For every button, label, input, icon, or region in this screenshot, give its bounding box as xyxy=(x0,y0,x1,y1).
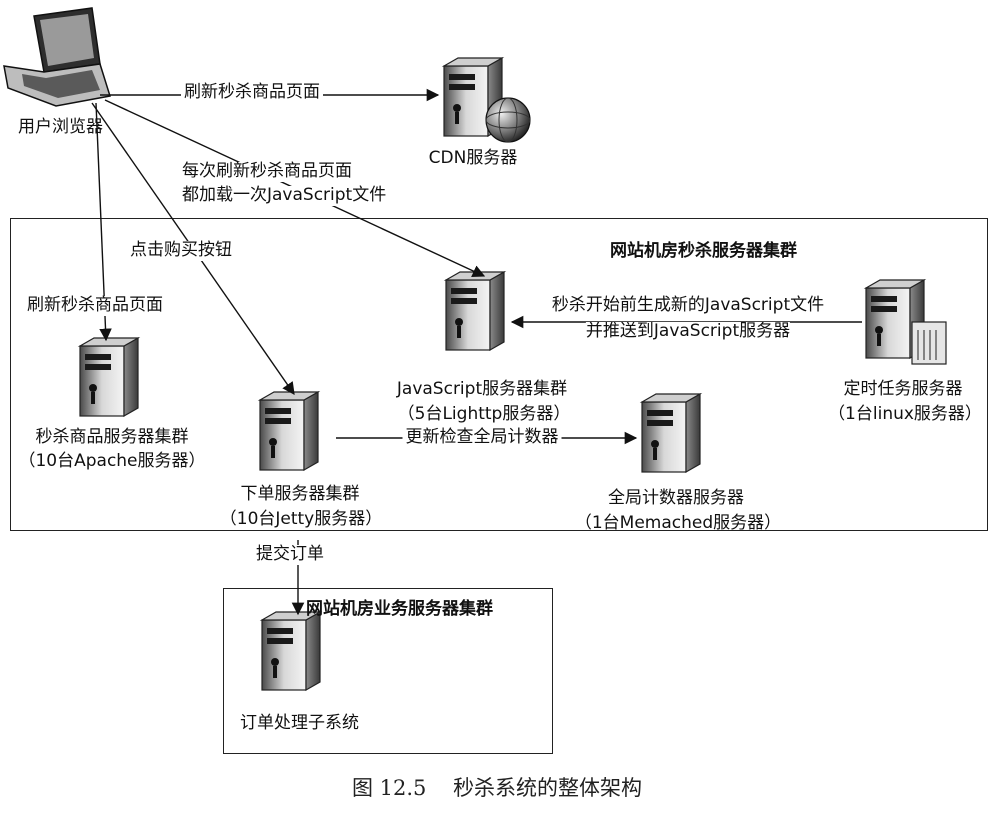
caption-number: 图 12.5 xyxy=(351,776,427,800)
edge-label-counter: 更新检查全局计数器 xyxy=(402,427,562,448)
edge-label-timer-1: 秒杀开始前生成新的JavaScript文件 xyxy=(551,295,825,316)
order-sub-label: 订单处理子系统 xyxy=(240,713,359,733)
edge-label-product: 刷新秒杀商品页面 xyxy=(27,295,163,316)
seckill-cluster-box xyxy=(10,218,988,531)
js-cluster-sublabel: （5台Lighttp服务器） xyxy=(397,404,571,424)
edge-label-js-1: 每次刷新秒杀商品页面 xyxy=(182,161,352,182)
laptop-icon xyxy=(3,7,111,107)
seckill-cluster-title: 网站机房秒杀服务器集群 xyxy=(610,241,797,261)
order-server-icon xyxy=(259,391,319,471)
counter-sublabel: （1台Memached服务器） xyxy=(574,513,782,533)
edge-label-order: 点击购买按钮 xyxy=(130,240,232,261)
edge-label-js-2: 都加载一次JavaScript文件 xyxy=(182,185,387,206)
product-cluster-label: 秒杀商品服务器集群 xyxy=(35,427,189,447)
counter-server-icon xyxy=(641,393,701,473)
business-cluster-title: 网站机房业务服务器集群 xyxy=(306,599,493,619)
timer-label: 定时任务服务器 xyxy=(843,379,963,399)
product-server-icon xyxy=(79,337,139,417)
js-cluster-label: JavaScript服务器集群 xyxy=(396,379,568,399)
order-cluster-sublabel: （10台Jetty服务器） xyxy=(219,509,383,529)
order-sub-server-icon xyxy=(261,611,321,691)
order-cluster-label: 下单服务器集群 xyxy=(240,484,360,504)
edge-label-cdn: 刷新秒杀商品页面 xyxy=(181,82,323,103)
counter-label: 全局计数器服务器 xyxy=(608,488,744,508)
business-cluster-box xyxy=(223,588,553,754)
globe-icon xyxy=(485,97,531,143)
edge-label-submit: 提交订单 xyxy=(256,544,324,565)
cdn-label: CDN服务器 xyxy=(428,148,518,168)
printer-icon xyxy=(911,321,947,365)
edge-label-timer-2: 并推送到JavaScript服务器 xyxy=(585,321,791,342)
figure-caption: 图 12.5 秒杀系统的整体架构 xyxy=(0,772,994,802)
js-server-icon xyxy=(445,271,505,351)
product-cluster-sublabel: （10台Apache服务器） xyxy=(18,451,206,471)
browser-label: 用户浏览器 xyxy=(18,117,103,137)
caption-text: 秒杀系统的整体架构 xyxy=(453,776,643,800)
timer-sublabel: （1台linux服务器） xyxy=(828,404,982,424)
